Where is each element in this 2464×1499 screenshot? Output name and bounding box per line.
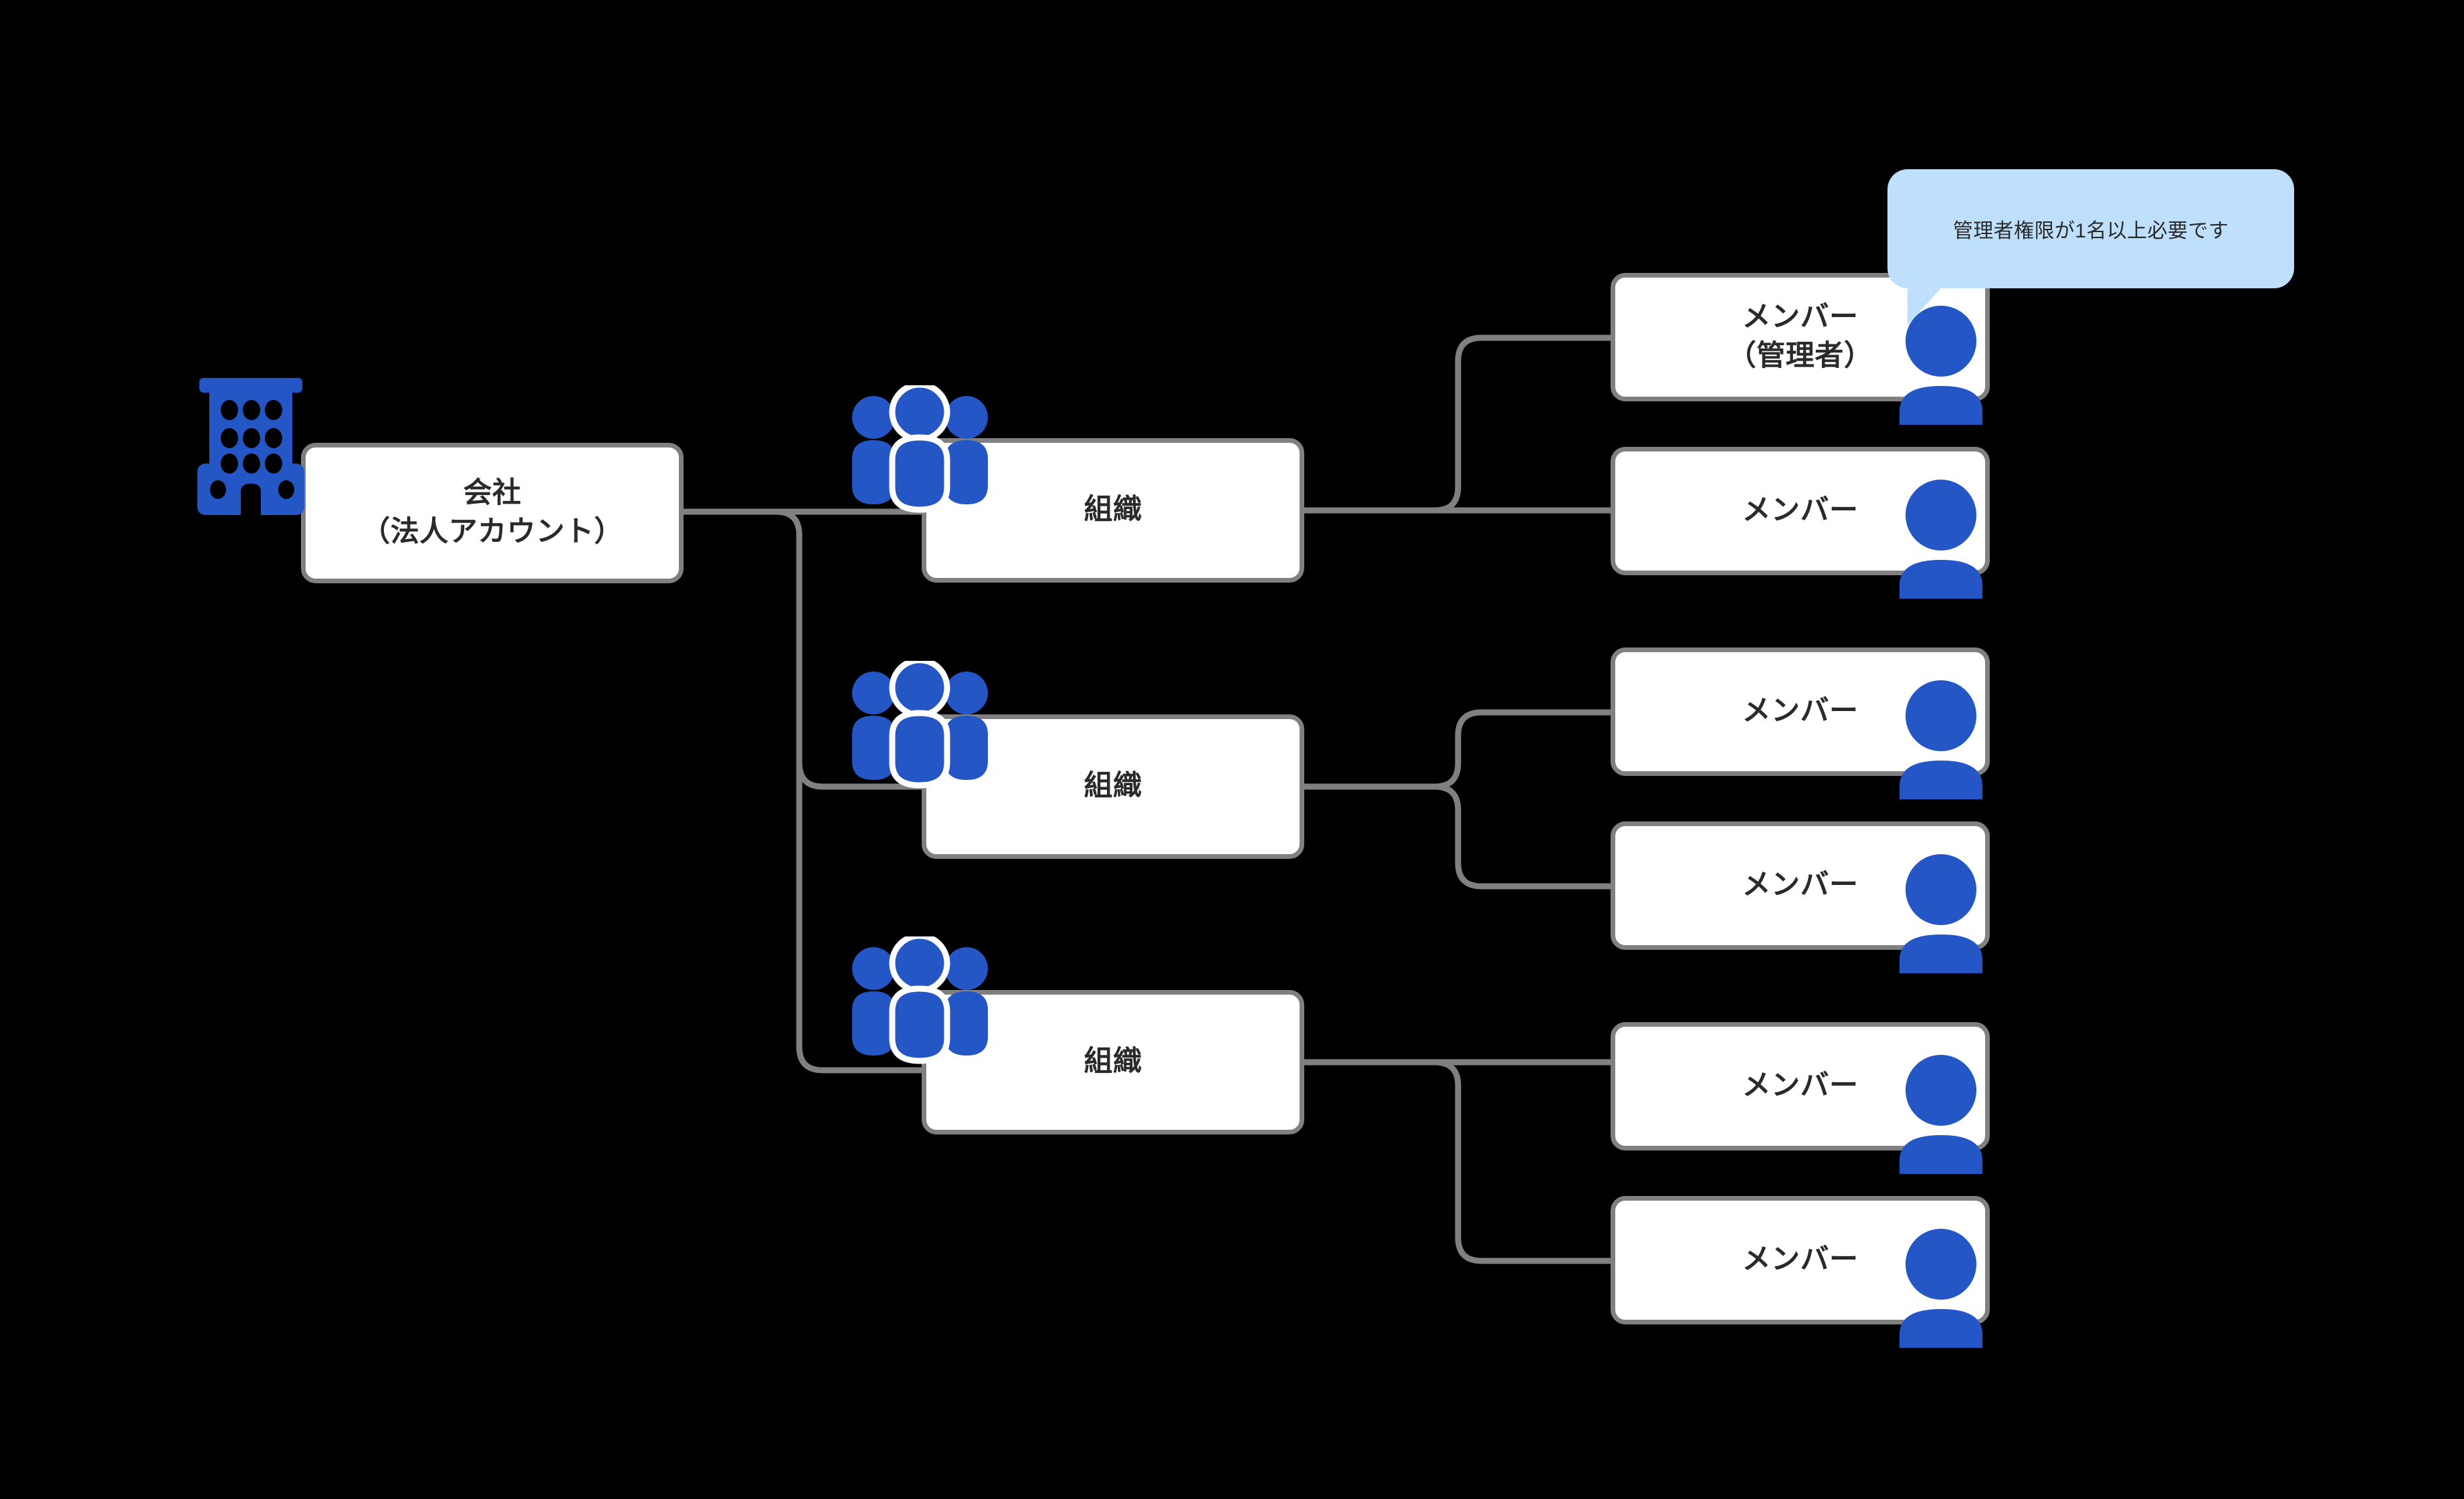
connector-company-org2 xyxy=(796,759,925,790)
organization-label: 組織 xyxy=(1084,1045,1142,1078)
member-label: メンバー （管理者） xyxy=(1727,301,1873,372)
member-label: メンバー xyxy=(1742,494,1859,527)
person-icon xyxy=(1900,854,1982,973)
group-icon xyxy=(852,385,988,513)
person-icon xyxy=(1900,1229,1982,1348)
connector-org3-member6 xyxy=(1301,1059,1614,1264)
admin-requirement-tooltip: 管理者権限が1名以上必要です xyxy=(1887,169,2294,288)
company-label: 会社 （法人アカウント） xyxy=(361,477,623,548)
connector-org2-member3 xyxy=(1301,709,1614,790)
organization-label: 組織 xyxy=(1084,770,1142,803)
organization-label: 組織 xyxy=(1084,494,1142,526)
member-label: メンバー xyxy=(1742,695,1859,728)
building-icon xyxy=(197,378,304,515)
node-company[interactable]: 会社 （法人アカウント） xyxy=(301,443,684,583)
member-label: メンバー xyxy=(1742,1070,1859,1102)
person-icon xyxy=(1900,480,1982,599)
connector-org2-member4 xyxy=(1301,783,1614,890)
member-label: メンバー xyxy=(1742,1243,1859,1276)
person-icon xyxy=(1900,1055,1982,1174)
person-icon xyxy=(1900,680,1982,799)
tooltip-text: 管理者権限が1名以上必要です xyxy=(1952,220,2229,242)
member-label: メンバー xyxy=(1742,869,1859,902)
tooltip-tail xyxy=(1908,284,1945,325)
connector-org1-member1 xyxy=(1301,334,1614,514)
group-icon xyxy=(852,936,988,1064)
group-icon xyxy=(852,661,988,789)
